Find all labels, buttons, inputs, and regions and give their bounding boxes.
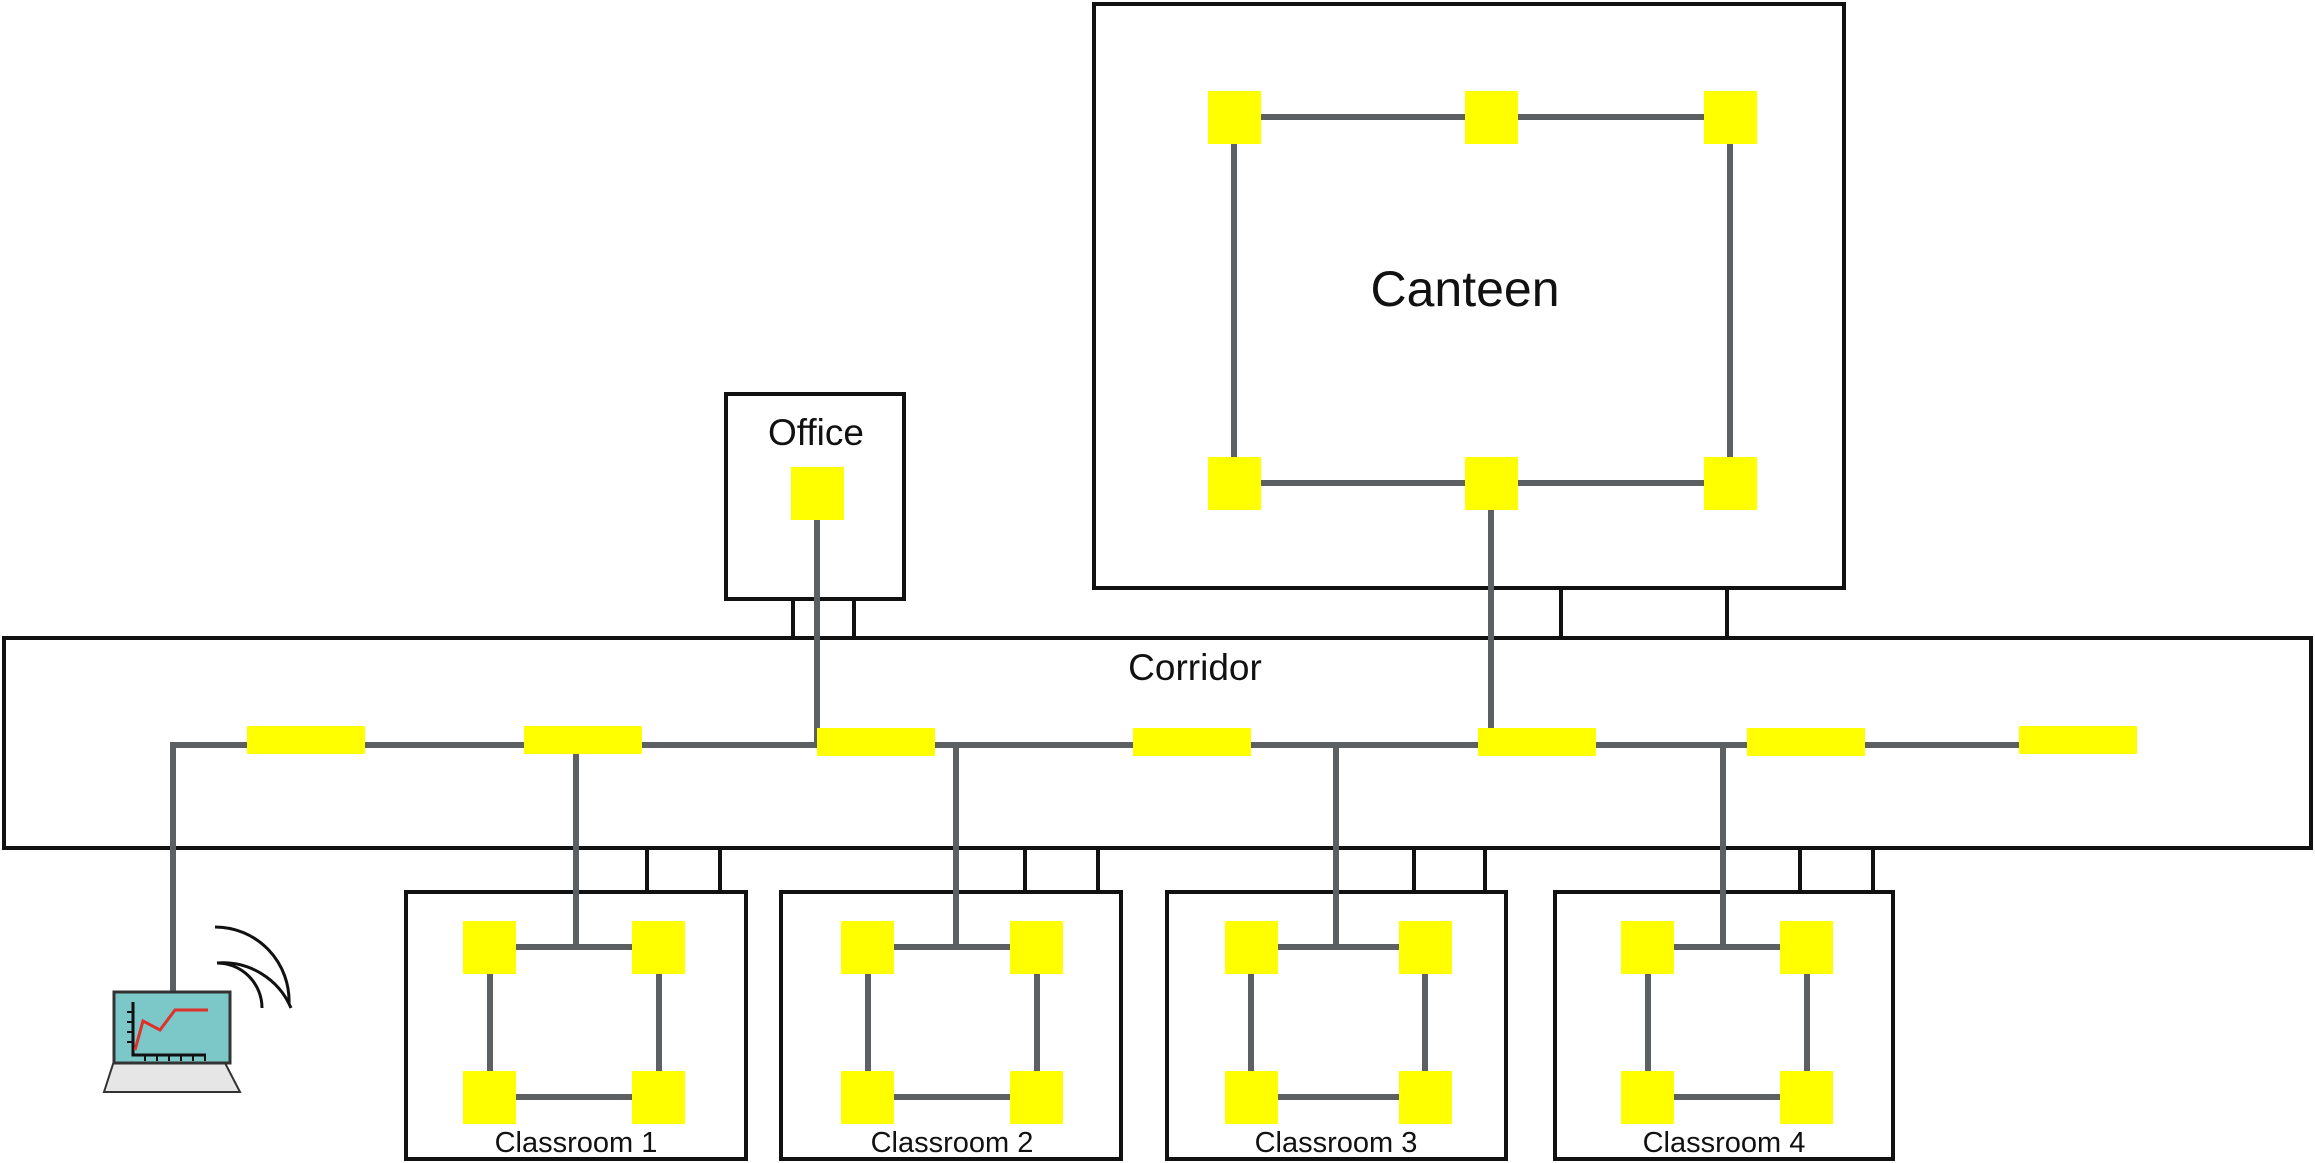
classroom-1-sensor-node bbox=[632, 1071, 685, 1124]
canteen-sensor-node bbox=[1208, 457, 1261, 510]
corridor-sensor-node bbox=[1747, 728, 1865, 756]
canteen-doorway bbox=[1559, 588, 1729, 638]
classroom-4-doorway bbox=[1798, 848, 1875, 892]
classroom-3-doorway bbox=[1412, 848, 1487, 892]
chart-ticks-icon bbox=[127, 1011, 206, 1061]
classroom-4-sensor-node bbox=[1780, 921, 1833, 974]
classroom-1-doorway bbox=[645, 848, 722, 892]
office-doorway bbox=[791, 599, 856, 638]
canteen-sensor-node bbox=[1704, 457, 1757, 510]
classroom-4-sensor-node bbox=[1780, 1071, 1833, 1124]
classroom-1-sensor-node bbox=[463, 921, 516, 974]
corridor-sensor-node bbox=[2019, 726, 2137, 754]
canteen-sensor-node bbox=[1704, 91, 1757, 144]
laptop-base bbox=[102, 1060, 242, 1093]
classroom-1-sensor-node bbox=[632, 921, 685, 974]
corridor-label: Corridor bbox=[1128, 647, 1262, 688]
canteen-sensor-node bbox=[1208, 91, 1261, 144]
corridor-backbone-wire bbox=[170, 742, 2083, 1003]
office-label: Office bbox=[768, 412, 864, 453]
classroom-2-sensor-node bbox=[1010, 1071, 1063, 1124]
canteen-sensor-node bbox=[1465, 91, 1518, 144]
canteen-label: Canteen bbox=[1370, 261, 1559, 317]
classroom-4-sensor-node bbox=[1621, 1071, 1674, 1124]
classroom-3-sensor-node bbox=[1225, 1071, 1278, 1124]
corridor-sensor-node bbox=[247, 726, 365, 754]
classroom-1-label: Classroom 1 bbox=[495, 1127, 658, 1159]
classroom-2-sensor-node bbox=[841, 921, 894, 974]
office-sensor-node bbox=[791, 467, 844, 520]
classroom-2-label: Classroom 2 bbox=[871, 1127, 1034, 1159]
classroom-3-sensor-node bbox=[1399, 921, 1452, 974]
doorways bbox=[645, 588, 1875, 892]
classroom-4-sensor-node bbox=[1621, 921, 1674, 974]
classroom-2-sensor-node bbox=[841, 1071, 894, 1124]
classroom-3-label: Classroom 3 bbox=[1255, 1127, 1418, 1159]
classroom-2-doorway bbox=[1023, 848, 1100, 892]
corridor-sensor-node bbox=[524, 726, 642, 754]
classroom-3-sensor-node bbox=[1225, 921, 1278, 974]
laptop-icon bbox=[102, 990, 242, 1093]
classroom-1-sensor-node bbox=[463, 1071, 516, 1124]
canteen-sensor-node bbox=[1465, 457, 1518, 510]
classroom-4-label: Classroom 4 bbox=[1643, 1127, 1806, 1159]
chart-line-icon bbox=[133, 1008, 208, 1051]
corridor-sensor-node bbox=[1133, 728, 1251, 756]
sensor-nodes bbox=[247, 91, 2137, 1124]
laptop-screen bbox=[112, 990, 232, 1065]
corridor-sensor-node bbox=[817, 728, 935, 756]
wireless-signal-icon bbox=[214, 925, 293, 1009]
classroom-3-sensor-node bbox=[1399, 1071, 1452, 1124]
classroom-2-sensor-node bbox=[1010, 921, 1063, 974]
classroom-2-room bbox=[779, 890, 1123, 1161]
corridor-sensor-node bbox=[1478, 728, 1596, 756]
